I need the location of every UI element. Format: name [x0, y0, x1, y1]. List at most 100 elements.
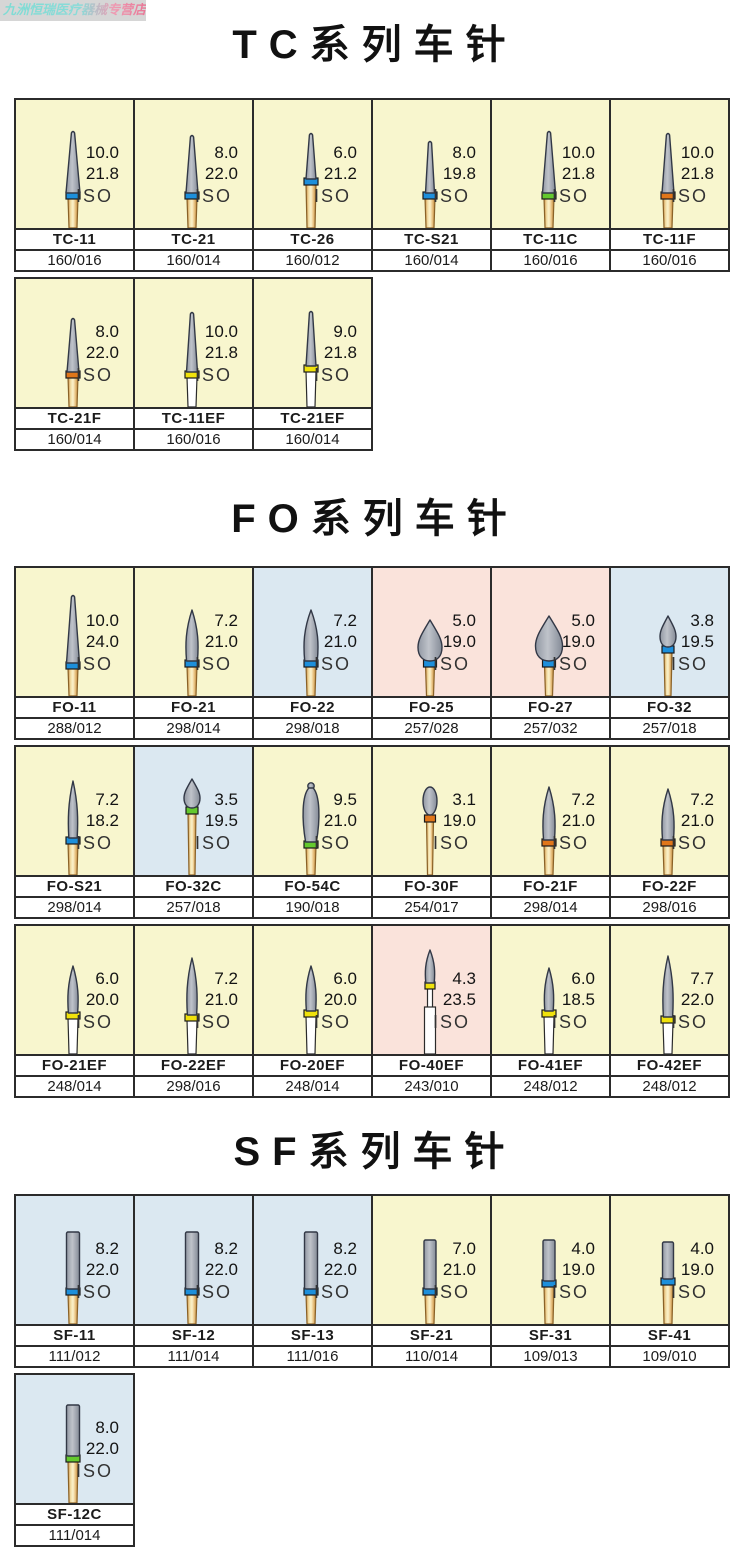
bur-image-area: 10.0 21.8 ISO	[611, 100, 728, 228]
bur-iso-code: 298/018	[254, 717, 371, 738]
bur-cell: 5.0 19.0 ISO FO-25 257/028	[371, 566, 492, 740]
bur-model-name: TC-26	[254, 228, 371, 249]
bur-cell: 3.5 19.5 ISO FO-32C 257/018	[133, 745, 254, 919]
bur-total-length: 19.0	[561, 1260, 595, 1279]
bur-image-area: 7.2 21.0 ISO	[135, 568, 252, 696]
bur-cell: 7.2 21.0 ISO FO-21 298/014	[133, 566, 254, 740]
bur-cell: 8.0 22.0 ISO SF-12C 111/014	[14, 1373, 135, 1547]
bur-image-area: 8.0 22.0 ISO	[135, 100, 252, 228]
bur-illustration	[303, 310, 319, 407]
bur-cell: 7.2 21.0 ISO FO-22F 298/016	[609, 745, 730, 919]
bur-image-area: 10.0 24.0 ISO	[16, 568, 133, 696]
bur-image-area: 7.7 22.0 ISO	[611, 926, 728, 1054]
bur-illustration	[302, 782, 320, 875]
bur-head-length: 9.0	[333, 322, 357, 341]
bur-total-length: 22.0	[204, 164, 238, 183]
bur-dimensions: 8.2 22.0	[205, 1238, 238, 1280]
bur-total-length: 19.0	[561, 632, 595, 651]
bur-total-length: 21.0	[442, 1260, 476, 1279]
bur-dimensions: 6.0 18.5	[562, 968, 595, 1010]
bur-total-length: 19.0	[442, 632, 476, 651]
bur-cell: 6.0 20.0 ISO FO-21EF 248/014	[14, 924, 135, 1098]
bur-head-length: 10.0	[561, 143, 595, 162]
bur-dimensions: 10.0 21.8	[86, 142, 119, 184]
bur-illustration	[541, 786, 557, 875]
bur-total-length: 20.0	[323, 990, 357, 1009]
iso-label: ISO	[670, 1282, 708, 1302]
bur-image-area: 4.3 23.5 ISO	[373, 926, 490, 1054]
bur-model-name: FO-20EF	[254, 1054, 371, 1075]
bur-cell: 4.3 23.5 ISO FO-40EF 243/010	[371, 924, 492, 1098]
bur-dimensions: 3.8 19.5	[681, 610, 714, 652]
bur-dimensions: 7.0 21.0	[443, 1238, 476, 1280]
bur-iso-code: 248/012	[492, 1075, 609, 1096]
bur-total-length: 19.0	[442, 811, 476, 830]
bur-iso-code: 298/014	[135, 717, 252, 738]
bur-image-area: 9.5 21.0 ISO	[254, 747, 371, 875]
bur-iso-code: 298/014	[492, 896, 609, 917]
bur-iso-code: 254/017	[373, 896, 490, 917]
bur-cell: 10.0 21.8 ISO TC-11C 160/016	[490, 98, 611, 272]
bur-dimensions: 7.2 21.0	[205, 610, 238, 652]
bur-dimensions: 8.2 22.0	[324, 1238, 357, 1280]
bur-iso-code: 248/012	[611, 1075, 728, 1096]
iso-label: ISO	[551, 1012, 589, 1032]
iso-label: ISO	[313, 1282, 351, 1302]
bur-image-area: 4.0 19.0 ISO	[611, 1196, 728, 1324]
bur-image-area: 8.0 22.0 ISO	[16, 279, 133, 407]
bur-cell: 9.0 21.8 ISO TC-21EF 160/014	[252, 277, 373, 451]
series-grid-sf: 8.2 22.0 ISO SF-11 111/012 8.2 22.0 ISO …	[14, 1194, 750, 1547]
iso-label: ISO	[194, 833, 232, 853]
bur-illustration	[184, 957, 200, 1054]
bur-dimensions: 10.0 24.0	[86, 610, 119, 652]
iso-label: ISO	[75, 1282, 113, 1302]
iso-label: ISO	[313, 1012, 351, 1032]
bur-cell: 8.0 22.0 ISO TC-21 160/014	[133, 98, 254, 272]
bur-head-length: 10.0	[204, 322, 238, 341]
bur-iso-code: 111/014	[16, 1524, 133, 1545]
bur-iso-code: 160/014	[254, 428, 371, 449]
bur-illustration	[183, 778, 201, 875]
bur-head-length: 7.2	[690, 790, 714, 809]
iso-label: ISO	[670, 654, 708, 674]
bur-total-length: 22.0	[85, 343, 119, 362]
bur-total-length: 21.2	[323, 164, 357, 183]
bur-dimensions: 9.5 21.0	[324, 789, 357, 831]
bur-model-name: FO-42EF	[611, 1054, 728, 1075]
bur-cell: 4.0 19.0 ISO SF-41 109/010	[609, 1194, 730, 1368]
bur-illustration	[417, 619, 443, 696]
bur-image-area: 7.2 18.2 ISO	[16, 747, 133, 875]
bur-head-length: 3.8	[690, 611, 714, 630]
bur-total-length: 18.5	[561, 990, 595, 1009]
bur-dimensions: 6.0 20.0	[86, 968, 119, 1010]
bur-image-area: 3.1 19.0 ISO	[373, 747, 490, 875]
bur-head-length: 8.0	[452, 143, 476, 162]
bur-illustration	[65, 1404, 81, 1503]
bur-illustration	[65, 317, 81, 407]
grid-row: 8.2 22.0 ISO SF-11 111/012 8.2 22.0 ISO …	[14, 1194, 750, 1368]
iso-label: ISO	[75, 1461, 113, 1481]
bur-illustration	[660, 1241, 676, 1324]
bur-iso-code: 248/014	[254, 1075, 371, 1096]
bur-dimensions: 8.2 22.0	[86, 1238, 119, 1280]
bur-image-area: 7.2 21.0 ISO	[254, 568, 371, 696]
bur-model-name: FO-21EF	[16, 1054, 133, 1075]
bur-total-length: 21.8	[204, 343, 238, 362]
bur-illustration	[541, 1239, 557, 1324]
bur-cell: 4.0 19.0 ISO SF-31 109/013	[490, 1194, 611, 1368]
bur-image-area: 6.0 21.2 ISO	[254, 100, 371, 228]
bur-illustration	[660, 788, 676, 875]
series-grid-tc: 10.0 21.8 ISO TC-11 160/016 8.0 22.0 ISO…	[14, 98, 750, 451]
bur-head-length: 7.2	[333, 611, 357, 630]
bur-head-length: 10.0	[680, 143, 714, 162]
iso-label: ISO	[670, 186, 708, 206]
bur-image-area: 3.5 19.5 ISO	[135, 747, 252, 875]
bur-total-length: 21.8	[323, 343, 357, 362]
bur-image-area: 5.0 19.0 ISO	[373, 568, 490, 696]
bur-illustration	[303, 609, 319, 696]
bur-head-length: 10.0	[85, 611, 119, 630]
bur-total-length: 21.8	[680, 164, 714, 183]
bur-head-length: 5.0	[571, 611, 595, 630]
iso-label: ISO	[670, 1012, 708, 1032]
bur-head-length: 5.0	[452, 611, 476, 630]
